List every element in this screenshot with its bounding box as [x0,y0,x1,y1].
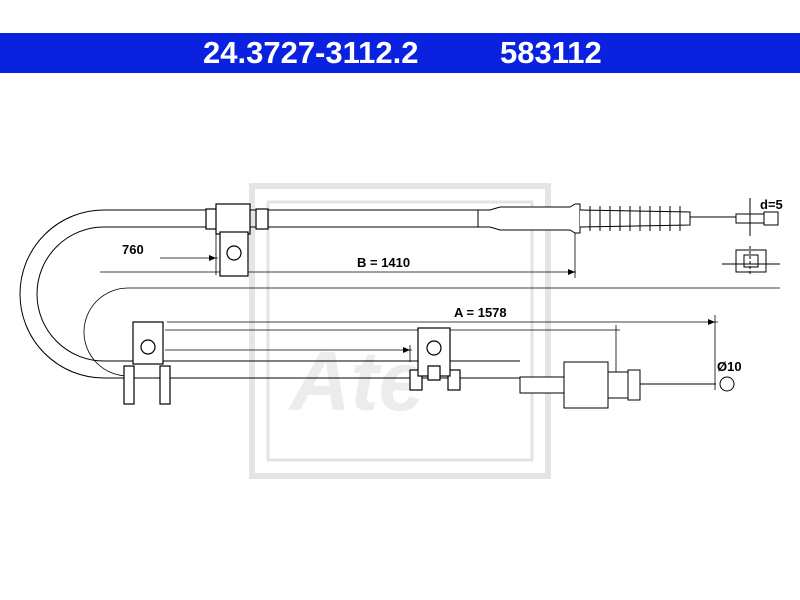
title-bar: 24.3727-3112.2 583112 [0,33,800,73]
cable-end-detail [722,198,780,276]
watermark-frame [249,183,551,479]
lower-end-fitting [519,361,735,409]
dimension-b: B = 1410 [357,255,410,270]
dimension-760: 760 [122,242,144,257]
part-number: 24.3727-3112.2 [203,35,419,70]
cable [19,209,520,379]
upper-end-fitting [477,203,779,234]
dimension-a: A = 1578 [454,305,507,320]
lower-middle-bracket [409,327,461,391]
article-code: 583112 [500,35,602,70]
diameter-label: Ø10 [717,359,742,374]
lower-left-bracket [123,321,171,405]
upper-bracket [205,203,269,277]
dimension-lines [83,206,780,390]
arrowheads [209,255,715,353]
d5-label: d=5 [760,197,783,212]
